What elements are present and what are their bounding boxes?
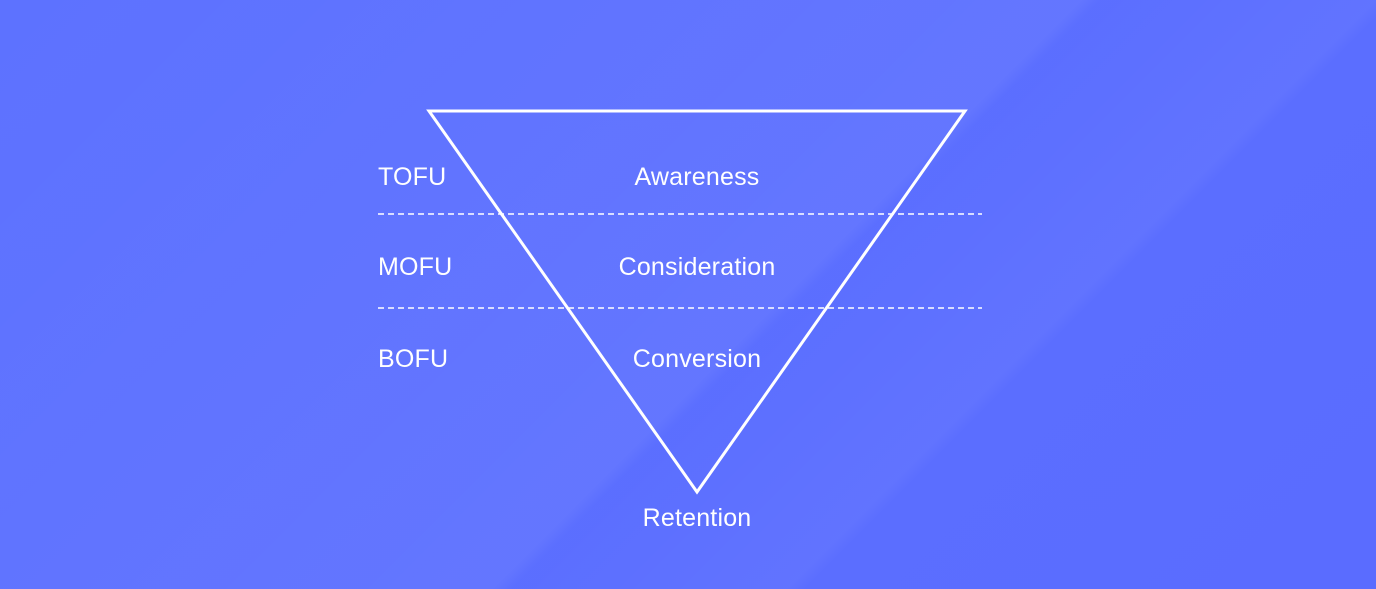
stage-label-conversion: Conversion <box>632 345 762 373</box>
level-label-tofu: TOFU <box>378 163 447 191</box>
stage-label-awareness: Awareness <box>634 163 760 191</box>
funnel-triangle <box>426 109 968 495</box>
bottom-label-retention: Retention <box>642 504 752 532</box>
level-label-mofu: MOFU <box>378 253 453 281</box>
stage-label-consideration: Consideration <box>618 253 776 281</box>
level-label-bofu: BOFU <box>378 345 449 373</box>
